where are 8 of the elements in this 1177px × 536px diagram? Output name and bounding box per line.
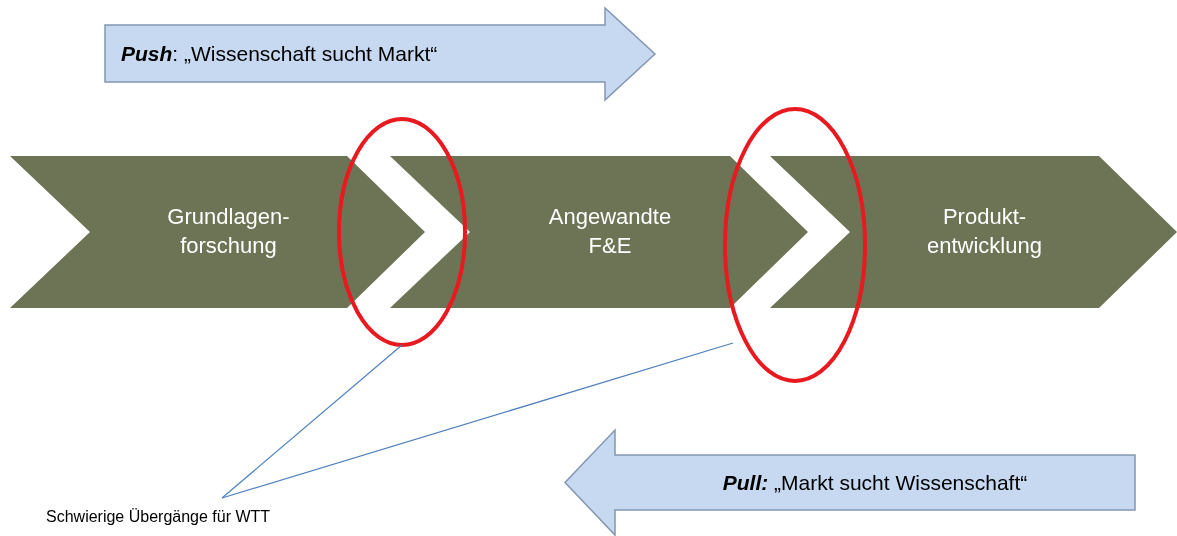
leader-line bbox=[221, 344, 403, 499]
annotation-text: Schwierige Übergänge für WTT bbox=[46, 508, 271, 526]
stage-label: Produkt- entwicklung bbox=[926, 203, 1043, 260]
stage-label: Angewandte F&E bbox=[547, 203, 673, 260]
leader-line bbox=[221, 342, 734, 499]
arrow-label: Push: „Wissenschaft sucht Markt“ bbox=[121, 40, 438, 67]
arrow-label: Pull: „Markt sucht Wissenschaft“ bbox=[722, 469, 1028, 496]
stage-label: Grundlagen- forschung bbox=[166, 203, 291, 260]
